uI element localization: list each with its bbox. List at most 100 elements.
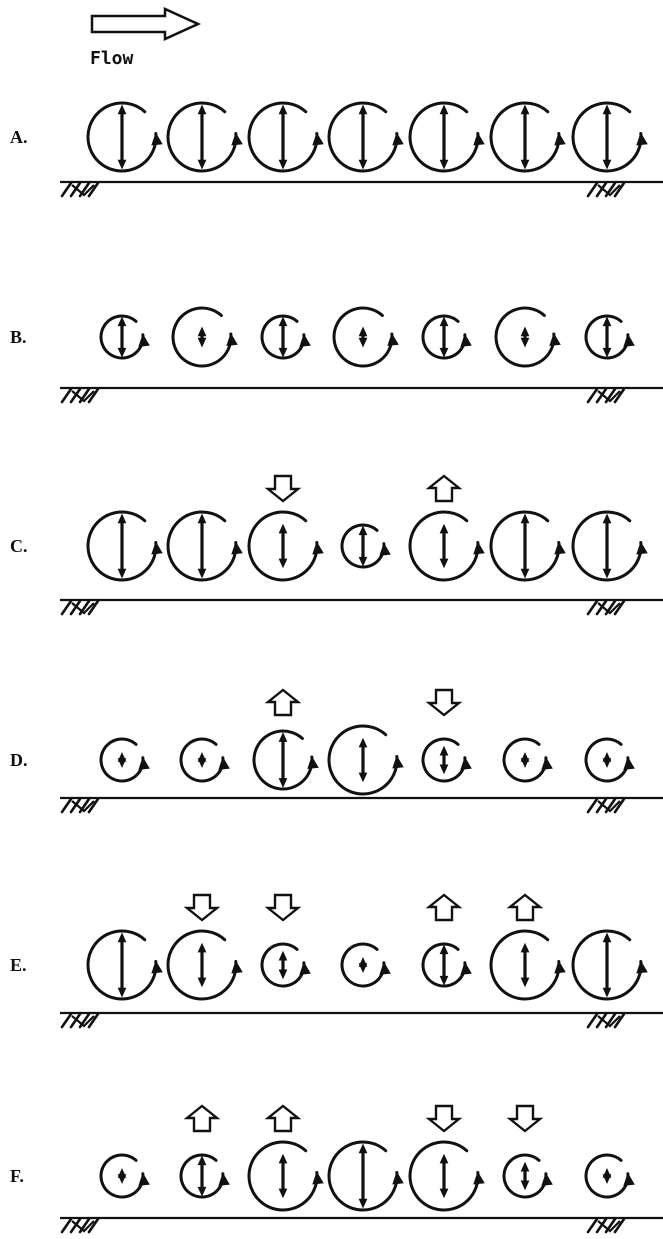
ground-hatch-icon <box>60 599 100 616</box>
ground-hatch-icon <box>60 181 100 198</box>
vertical-double-arrow-icon <box>358 957 368 973</box>
vortex-circle-icon <box>247 510 319 582</box>
vortex-circle-icon <box>584 737 630 783</box>
vortex-icon <box>252 729 319 791</box>
ground-hatch-icon <box>586 797 626 814</box>
ground-hatch-icon <box>60 1217 100 1234</box>
vortex-icon <box>502 737 553 783</box>
vortex-icon <box>421 737 472 783</box>
vertical-double-arrow-icon <box>602 513 612 579</box>
vertical-double-arrow-icon <box>358 737 368 783</box>
vortex-circle-icon <box>327 724 399 796</box>
vortex-circle-icon <box>421 314 467 360</box>
vortex-circle-icon <box>408 510 480 582</box>
vertical-double-arrow-icon <box>117 104 127 170</box>
row-label-e: E. <box>10 955 27 975</box>
vortex-icon <box>99 314 150 360</box>
vertical-double-arrow-icon <box>520 326 530 348</box>
vortex-icon <box>340 523 391 569</box>
vertical-double-arrow-icon <box>520 513 530 579</box>
vortex-icon <box>166 929 243 1001</box>
vortex-circle-icon <box>99 737 145 783</box>
up-outline-arrow-icon <box>264 1104 302 1133</box>
vortex-icon <box>327 1140 404 1212</box>
vortex-circle-icon <box>494 306 556 368</box>
vortex-icon <box>584 314 635 360</box>
vertical-double-arrow-icon <box>358 104 368 170</box>
vortex-icon <box>494 306 561 368</box>
vortex-circle-icon <box>421 942 467 988</box>
vertical-double-arrow-icon <box>117 513 127 579</box>
vertical-double-arrow-icon <box>520 942 530 988</box>
vortex-icon <box>86 929 163 1001</box>
ground-hatch-icon <box>60 1012 100 1029</box>
vertical-double-arrow-icon <box>358 525 368 567</box>
vortex-circle-icon <box>99 1153 145 1199</box>
vertical-double-arrow-icon <box>278 1153 288 1199</box>
vortex-icon <box>489 929 566 1001</box>
vortex-circle-icon <box>327 101 399 173</box>
vortex-circle-icon <box>260 942 306 988</box>
up-outline-arrow-icon <box>264 688 302 717</box>
vortex-circle-icon <box>584 314 630 360</box>
vortex-icon <box>584 1153 635 1199</box>
vortex-icon <box>247 1140 324 1212</box>
vertical-double-arrow-icon <box>197 752 207 768</box>
vortex-circle-icon <box>252 729 314 791</box>
vortex-icon <box>421 942 472 988</box>
vortex-circle-icon <box>421 737 467 783</box>
vortex-circle-icon <box>247 101 319 173</box>
vertical-double-arrow-icon <box>602 932 612 998</box>
vertical-double-arrow-icon <box>520 752 530 768</box>
vortex-icon <box>179 737 230 783</box>
vortex-icon <box>421 314 472 360</box>
vortex-circle-icon <box>86 510 158 582</box>
flow-label: Flow <box>90 48 134 69</box>
row-label-d: D. <box>10 750 28 770</box>
vortex-icon <box>260 942 311 988</box>
vertical-double-arrow-icon <box>197 1155 207 1197</box>
up-outline-arrow-icon <box>425 893 463 922</box>
vortex-icon <box>502 1153 553 1199</box>
ground-hatch-icon <box>60 387 100 404</box>
vortex-circle-icon <box>584 1153 630 1199</box>
vortex-icon <box>489 510 566 582</box>
vortex-icon <box>247 101 324 173</box>
vortex-icon <box>571 510 648 582</box>
vortex-circle-icon <box>260 314 306 360</box>
vortex-circle-icon <box>86 101 158 173</box>
vortex-circle-icon <box>340 942 386 988</box>
vortex-circle-icon <box>340 523 386 569</box>
vortex-icon <box>408 510 485 582</box>
vortex-circle-icon <box>99 314 145 360</box>
vertical-double-arrow-icon <box>602 316 612 358</box>
vortex-icon <box>86 510 163 582</box>
vortex-circle-icon <box>408 101 480 173</box>
vortex-circle-icon <box>502 737 548 783</box>
vortex-circle-icon <box>571 101 643 173</box>
row-label-f: F. <box>10 1166 24 1186</box>
up-outline-arrow-icon <box>183 1104 221 1133</box>
vortex-circle-icon <box>86 929 158 1001</box>
vertical-double-arrow-icon <box>439 1153 449 1199</box>
vortex-icon <box>408 1140 485 1212</box>
vertical-double-arrow-icon <box>358 326 368 348</box>
flow-arrow-icon <box>90 7 202 41</box>
vertical-double-arrow-icon <box>520 104 530 170</box>
vertical-double-arrow-icon <box>278 732 288 788</box>
vertical-double-arrow-icon <box>117 1168 127 1184</box>
vortex-circle-icon <box>166 929 238 1001</box>
vortex-circle-icon <box>171 306 233 368</box>
vertical-double-arrow-icon <box>439 316 449 358</box>
vortex-icon <box>584 737 635 783</box>
vortex-circle-icon <box>571 510 643 582</box>
vortex-icon <box>489 101 566 173</box>
vortex-circle-icon <box>166 101 238 173</box>
vortex-circle-icon <box>489 510 561 582</box>
vortex-circle-icon <box>247 1140 319 1212</box>
up-outline-arrow-icon <box>425 474 463 503</box>
vortex-icon <box>327 101 404 173</box>
vortex-icon <box>571 929 648 1001</box>
vortex-circle-icon <box>166 510 238 582</box>
vertical-double-arrow-icon <box>602 752 612 768</box>
